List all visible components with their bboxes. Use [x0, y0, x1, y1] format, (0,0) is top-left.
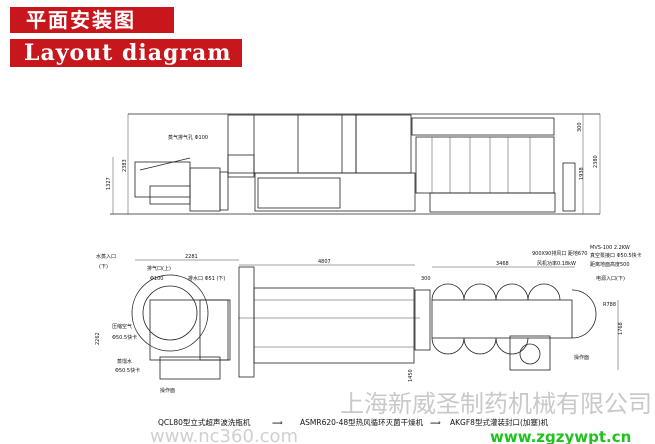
- dim-panel-height: 1938: [579, 167, 585, 180]
- label-exhaust: 排气口(上): [147, 265, 171, 272]
- watermark-company: 上海新威圣制药机械有限公司: [340, 390, 652, 418]
- dim-offset: 1450: [408, 369, 414, 382]
- dim-washer-depth: 2262: [95, 332, 101, 345]
- dim-height-total: 2383: [122, 159, 128, 172]
- label-distilled-size: Φ50.5快卡: [115, 367, 140, 374]
- dim-filler-depth: 1768: [618, 322, 624, 335]
- label-steam-exhaust: 蒸气排气孔 Φ100: [168, 134, 208, 141]
- dim-height-low: 1327: [106, 177, 112, 190]
- label-fan-power: 风机功率0.18kW: [537, 260, 576, 267]
- elevation-view: [110, 113, 601, 215]
- label-power-in: 电源入口(下): [596, 275, 625, 282]
- label-pump: MVS-100 2.2KW: [590, 245, 630, 251]
- dim-tunnel-length: 4807: [318, 259, 331, 265]
- caption-machine-1: QCL80型立式超声波洗瓶机: [158, 417, 251, 427]
- label-water-in-dir: (下): [99, 264, 108, 270]
- plan-view: [131, 259, 619, 380]
- dim-height-right: 2380: [593, 155, 599, 168]
- label-distilled: 蒸馏水: [117, 358, 132, 365]
- watermark-site1: www.zgzywpt.cn: [490, 428, 631, 444]
- dim-washer-width: 2281: [185, 254, 198, 260]
- label-air: 压缩空气: [112, 323, 132, 330]
- watermark-site2: www.nc360.com: [150, 426, 298, 444]
- dim-radius: R788: [603, 302, 616, 308]
- arrow-1: ⟹: [272, 418, 283, 427]
- caption-machine-3: AKGF8型式灌装封口(加塞)机: [450, 417, 549, 427]
- dim-filler-length: 3468: [496, 261, 509, 267]
- label-air-size: Φ50.5快卡: [112, 334, 137, 341]
- label-exhaust-size: Φ100: [150, 276, 163, 282]
- label-op-side-right: 操作面: [574, 354, 589, 361]
- caption-machine-2: ASMR620-48型热风循环灭菌干燥机: [300, 417, 424, 427]
- label-vacuum: 真空泵接口 Φ50.5快卡: [590, 252, 642, 259]
- label-op-side-left: 操作面: [160, 387, 175, 394]
- dim-top-gap: 300: [577, 122, 583, 132]
- arrow-2: ⟹: [430, 418, 441, 427]
- dim-gap: 300: [421, 276, 431, 282]
- label-water-in: 水蒸入口: [96, 253, 116, 260]
- title-chinese: 平面安装图: [10, 7, 174, 33]
- label-height: 距离地面高度500: [590, 261, 630, 268]
- title-english: Layout diagram: [10, 39, 242, 67]
- label-fan-outlet: 900X90排风口 距地670: [532, 250, 587, 257]
- label-drain: 排水口 Φ51 (下): [188, 275, 225, 282]
